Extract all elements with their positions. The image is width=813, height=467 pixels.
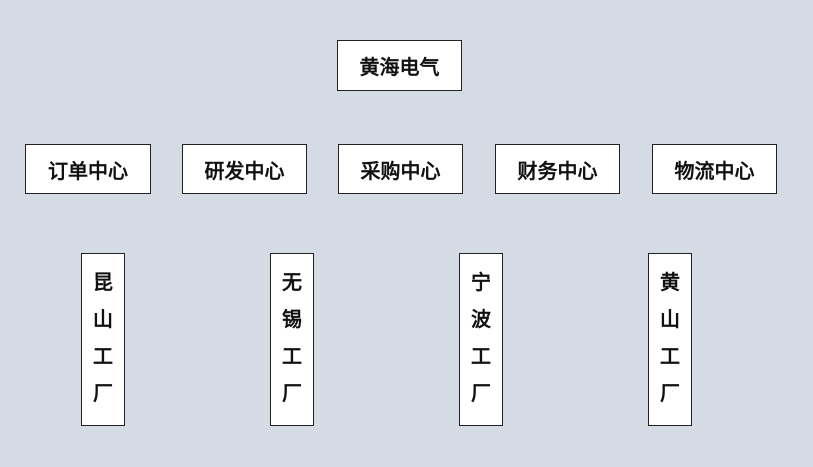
- center-node-rnd: 研发中心: [182, 144, 307, 194]
- factory-node-ningbo: 宁波工厂: [459, 253, 503, 426]
- char: 锡: [282, 307, 302, 331]
- char: 工: [660, 344, 680, 368]
- factory-node-huangshan: 黄山工厂: [648, 253, 692, 426]
- center-node-logistics: 物流中心: [652, 144, 777, 194]
- char: 厂: [471, 381, 491, 405]
- char: 山: [93, 307, 113, 331]
- char: 山: [660, 307, 680, 331]
- root-node: 黄海电气: [337, 40, 462, 91]
- center-node-finance: 财务中心: [495, 144, 620, 194]
- char: 厂: [93, 381, 113, 405]
- char: 工: [282, 344, 302, 368]
- char: 波: [471, 307, 491, 331]
- char: 厂: [660, 381, 680, 405]
- center-node-purchase: 采购中心: [338, 144, 463, 194]
- char: 工: [471, 344, 491, 368]
- char: 黄: [660, 270, 680, 294]
- factory-node-kunshan: 昆山工厂: [81, 253, 125, 426]
- char: 厂: [282, 381, 302, 405]
- center-node-order: 订单中心: [25, 144, 151, 194]
- char: 昆: [93, 270, 113, 294]
- char: 无: [282, 270, 302, 294]
- factory-node-wuxi: 无锡工厂: [270, 253, 314, 426]
- char: 宁: [471, 270, 491, 294]
- char: 工: [93, 344, 113, 368]
